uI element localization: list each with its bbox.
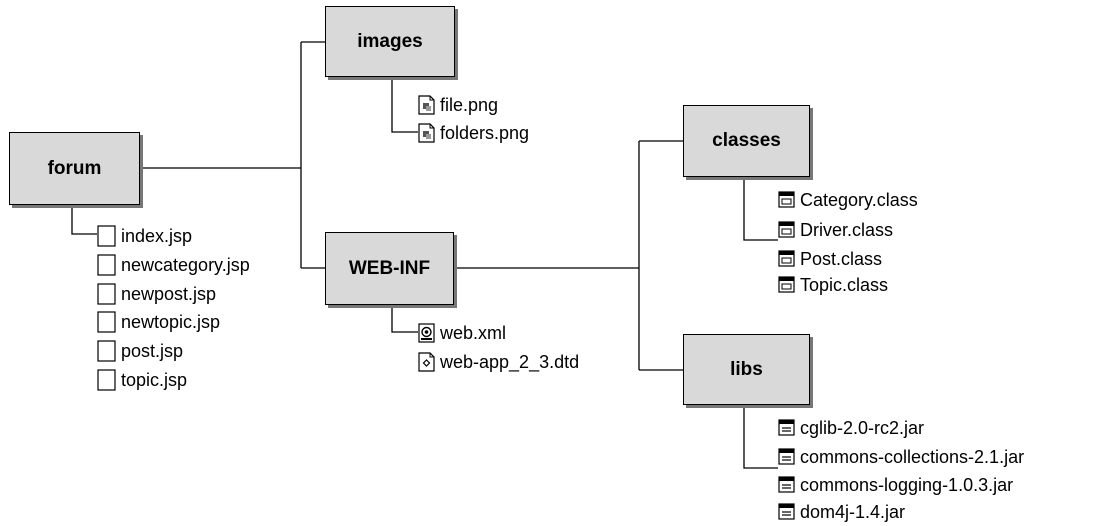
connector-libs-files <box>743 405 778 469</box>
file-commons-collections-jar[interactable]: commons-collections-2.1.jar <box>778 445 1024 469</box>
file-topic-class[interactable]: Topic.class <box>778 273 888 297</box>
class-file-icon <box>778 191 795 208</box>
jar-file-icon <box>778 419 795 436</box>
blank-file-icon <box>97 254 116 276</box>
file-newtopic-jsp[interactable]: newtopic.jsp <box>97 310 220 334</box>
blank-file-icon <box>97 283 116 305</box>
connector-forum-trunk <box>140 41 325 269</box>
file-post-class[interactable]: Post.class <box>778 247 882 271</box>
file-cglib-jar[interactable]: cglib-2.0-rc2.jar <box>778 416 924 440</box>
file-name: web.xml <box>440 322 507 343</box>
file-name: file.png <box>440 94 499 115</box>
file-name: newtopic.jsp <box>121 311 221 332</box>
file-file-png[interactable]: file.png <box>418 93 498 117</box>
folder-classes[interactable]: classes <box>683 105 810 177</box>
file-name: newcategory.jsp <box>121 254 250 275</box>
file-name: web-app_2_3.dtd <box>440 351 580 372</box>
file-dom4j-jar[interactable]: dom4j-1.4.jar <box>778 500 905 524</box>
file-folders-png[interactable]: folders.png <box>418 121 529 145</box>
image-file-icon <box>418 95 435 115</box>
file-name: dom4j-1.4.jar <box>800 501 906 522</box>
file-name: post.jsp <box>121 340 184 361</box>
folder-forum[interactable]: forum <box>9 132 140 205</box>
connector-webinf-trunk <box>454 140 683 371</box>
file-name: index.jsp <box>121 225 193 246</box>
file-newpost-jsp[interactable]: newpost.jsp <box>97 282 216 306</box>
connector-webinf-files <box>391 306 418 333</box>
file-name: cglib-2.0-rc2.jar <box>800 417 925 438</box>
dtd-file-icon <box>418 352 435 372</box>
file-name: newpost.jsp <box>121 283 217 304</box>
file-name: Driver.class <box>800 219 894 240</box>
file-name: commons-collections-2.1.jar <box>800 446 1025 467</box>
blank-file-icon <box>97 340 116 362</box>
file-topic-jsp[interactable]: topic.jsp <box>97 368 187 392</box>
file-web-app-dtd[interactable]: web-app_2_3.dtd <box>418 350 579 374</box>
jar-file-icon <box>778 503 795 520</box>
file-commons-logging-jar[interactable]: commons-logging-1.0.3.jar <box>778 473 1013 497</box>
file-category-class[interactable]: Category.class <box>778 188 918 212</box>
image-file-icon <box>418 123 435 143</box>
jar-file-icon <box>778 476 795 493</box>
class-file-icon <box>778 250 795 267</box>
file-index-jsp[interactable]: index.jsp <box>97 224 192 248</box>
folder-libs[interactable]: libs <box>683 334 810 405</box>
connector-classes-files <box>743 178 778 241</box>
connector-forum-files <box>71 207 97 235</box>
file-name: commons-logging-1.0.3.jar <box>800 474 1014 495</box>
file-name: Topic.class <box>800 274 889 295</box>
xml-file-icon <box>418 323 435 343</box>
folder-web-inf[interactable]: WEB-INF <box>325 232 454 305</box>
folder-images[interactable]: images <box>325 6 455 77</box>
blank-file-icon <box>97 369 116 391</box>
file-name: Post.class <box>800 248 883 269</box>
connector-images-files <box>391 78 418 133</box>
file-post-jsp[interactable]: post.jsp <box>97 339 183 363</box>
class-file-icon <box>778 276 795 293</box>
blank-file-icon <box>97 225 116 247</box>
file-driver-class[interactable]: Driver.class <box>778 218 893 242</box>
file-name: topic.jsp <box>121 369 188 390</box>
class-file-icon <box>778 221 795 238</box>
file-web-xml[interactable]: web.xml <box>418 321 506 345</box>
file-name: folders.png <box>440 122 530 143</box>
file-newcategory-jsp[interactable]: newcategory.jsp <box>97 253 250 277</box>
file-name: Category.class <box>800 189 918 210</box>
blank-file-icon <box>97 311 116 333</box>
jar-file-icon <box>778 448 795 465</box>
